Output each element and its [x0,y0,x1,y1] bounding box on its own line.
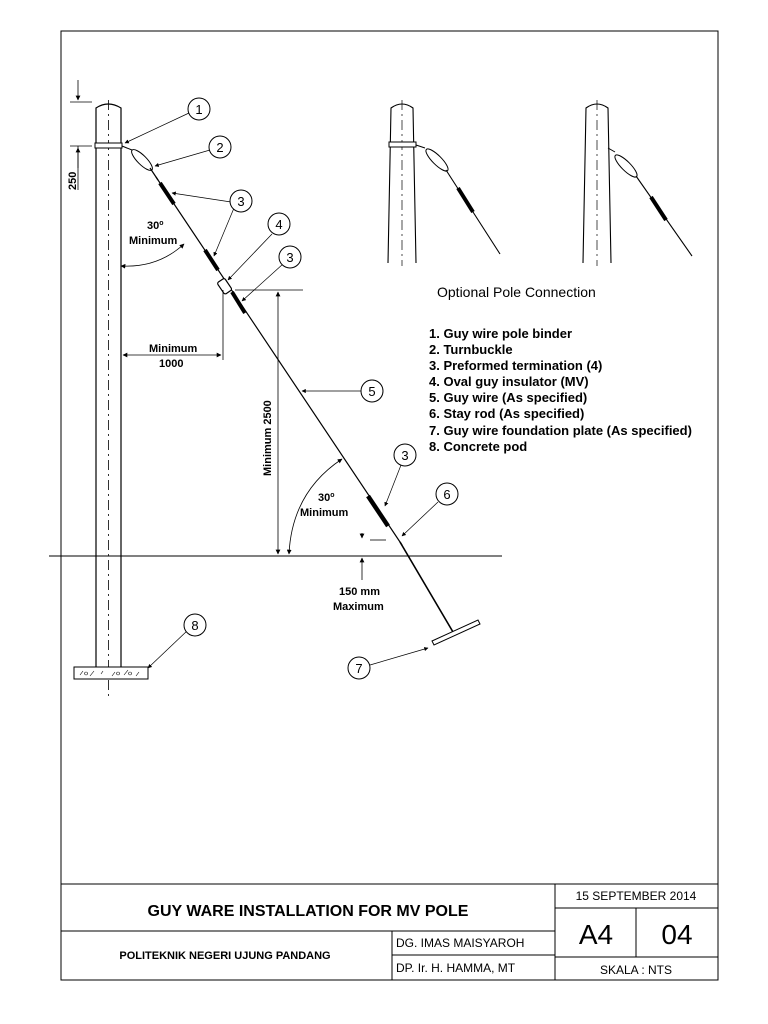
stay-rod [399,541,454,633]
min-height-dimension: Minimum 2500 [235,289,303,555]
upper-angle-dimension: 30o Minimum [120,220,185,269]
oval-guy-insulator [217,278,233,295]
upper-angle-note: Minimum [129,235,177,247]
drawing-scale: SKALA : NTS [600,963,672,977]
main-pole [95,100,122,700]
legend-item: 1. Guy wire pole binder [429,326,572,341]
drawn-by: DG. IMAS MAISYAROH [396,936,524,950]
rod-top-limit: 150 mm [339,586,380,598]
optional-pole-a [387,100,501,266]
drawing-border [60,30,719,981]
optional-pole-b [582,100,693,266]
legend: 1. Guy wire pole binder 2. Turnbuckle 3.… [429,326,692,454]
callout-number: 7 [355,661,362,676]
foundation-plate [431,619,481,646]
upper-angle-value: 30 [147,220,159,232]
legend-item: 2. Turnbuckle [429,342,513,357]
lower-angle-value: 30 [318,492,330,504]
preformed-termination [230,290,247,315]
legend-item: 6. Stay rod (As specified) [429,406,584,421]
lower-angle-dimension: 30o Minimum [286,458,348,555]
callout-number: 2 [216,140,223,155]
paper-size: A4 [579,919,613,950]
min-distance-dimension: Minimum 1000 [122,290,224,370]
drawing-title: GUY WARE INSTALLATION FOR MV POLE [148,903,469,920]
legend-item: 5. Guy wire (As specified) [429,390,587,405]
sheet-number: 04 [661,919,692,950]
lower-angle-note: Minimum [300,507,348,519]
legend-item: 3. Preformed termination (4) [429,358,602,373]
optional-connection-caption: Optional Pole Connection [437,284,596,300]
concrete-pod [73,666,149,680]
title-block: GUY WARE INSTALLATION FOR MV POLE POLITE… [61,883,718,980]
lower-angle-unit: o [330,492,334,499]
callout-number: 5 [368,384,375,399]
legend-item: 7. Guy wire foundation plate (As specifi… [429,423,692,438]
institution-name: POLITEKNIK NEGERI UJUNG PANDANG [119,950,330,962]
min-distance-value: 1000 [159,358,183,370]
rod-top-dimension: 150 mm Maximum [333,533,386,613]
legend-item: 8. Concrete pod [429,439,527,454]
svg-text:30o: 30o [147,220,164,232]
callout-number: 3 [237,194,244,209]
pole-binder [94,142,123,149]
min-height-value: Minimum 2500 [262,400,274,476]
preformed-termination [158,181,176,206]
callouts: 1 2 3 4 3 5 3 6 7 8 [124,97,459,680]
callout-number: 3 [401,448,408,463]
callout-number: 6 [443,487,450,502]
rod-top-note: Maximum [333,601,384,613]
top-offset-value: 250 [67,172,79,190]
callout-number: 8 [191,618,198,633]
legend-item: 4. Oval guy insulator (MV) [429,374,589,389]
checked-by: DP. Ir. H. HAMMA, MT [396,961,516,975]
preformed-termination [366,494,390,528]
turnbuckle [121,145,159,181]
callout-number: 1 [195,102,202,117]
upper-angle-unit: o [159,220,163,227]
min-distance-label: Minimum [149,343,197,355]
drawing-date: 15 SEPTEMBER 2014 [576,889,697,903]
svg-text:30o: 30o [318,492,335,504]
top-offset-dimension: 250 [67,80,92,190]
preformed-termination [203,248,220,272]
callout-number: 3 [286,250,293,265]
callout-number: 4 [275,217,282,232]
